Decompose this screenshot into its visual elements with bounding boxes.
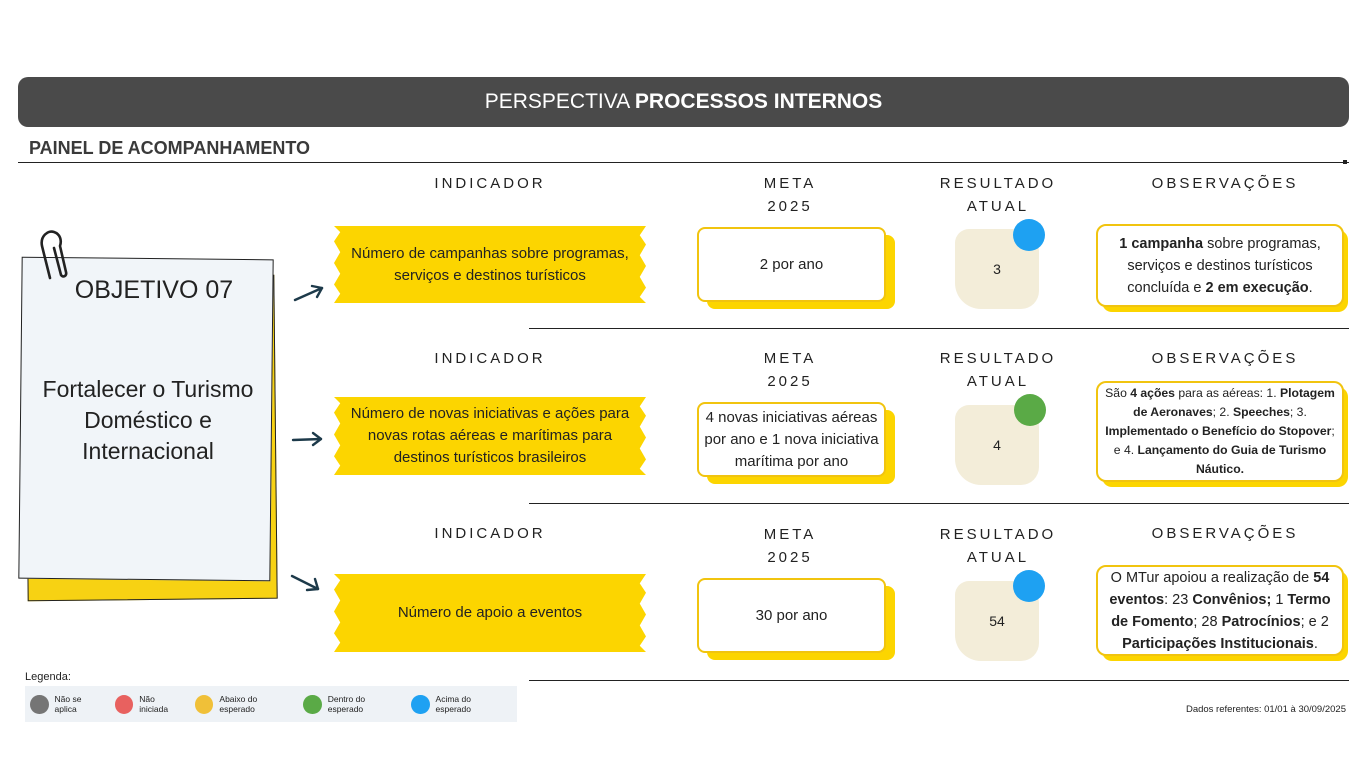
- header-title-regular: PERSPECTIVA: [484, 90, 630, 113]
- arrow-icon: [291, 431, 323, 447]
- result-heading-line2: ATUAL: [966, 373, 1030, 390]
- legend-item-below-expected: Abaixo do esperado: [194, 694, 293, 714]
- result-heading-line1: RESULTADO: [939, 175, 1057, 192]
- observation-box: São 4 ações para as aéreas: 1. Plotagem …: [1096, 381, 1344, 482]
- result-heading-line2: ATUAL: [966, 549, 1030, 566]
- legend-item-within-expected: Dentro do esperado: [303, 694, 401, 714]
- indicator-heading: INDICADOR: [434, 350, 546, 367]
- indicator-text: Número de novas iniciativas e ações para…: [350, 405, 630, 466]
- legend-dot: [411, 694, 430, 714]
- result-heading-line1: RESULTADO: [939, 350, 1057, 367]
- objective-title: OBJETIVO 07: [74, 276, 234, 304]
- meta-value: 2 por ano: [759, 255, 824, 273]
- meta-heading-line2: 2025: [767, 373, 813, 390]
- observation-card: 1 campanha sobre programas, serviços e d…: [1096, 224, 1352, 312]
- observations-heading: OBSERVAÇÕES: [1151, 525, 1299, 542]
- paperclip-icon: [40, 230, 68, 280]
- indicator-ribbon: Número de apoio a eventos: [334, 574, 646, 652]
- meta-value-box: 30 por ano: [697, 578, 886, 653]
- meta-value-box: 2 por ano: [697, 227, 886, 302]
- result-heading-line2: ATUAL: [966, 198, 1030, 215]
- indicator-heading: INDICADOR: [434, 525, 546, 542]
- row-divider: [529, 680, 1349, 681]
- result-heading-line1: RESULTADO: [939, 526, 1057, 543]
- meta-card: 4 novas iniciativas aéreas por ano e 1 n…: [697, 402, 895, 484]
- result-card: 54: [955, 581, 1039, 661]
- panel-divider: [18, 162, 1349, 163]
- meta-heading-line2: 2025: [767, 198, 813, 215]
- legend-item-label: Não se aplica: [54, 694, 82, 714]
- panel-title: PAINEL DE ACOMPANHAMENTO: [29, 138, 311, 158]
- row-divider: [529, 328, 1349, 329]
- status-dot: [1014, 394, 1046, 426]
- result-value: 54: [989, 613, 1005, 629]
- meta-heading: META 2025: [740, 172, 840, 218]
- indicator-ribbon: Número de campanhas sobre programas, ser…: [334, 226, 646, 303]
- observation-box: O MTur apoiou a realização de 54 eventos…: [1096, 565, 1344, 656]
- legend-item-not-started: Não iniciada: [114, 694, 185, 714]
- legend-item-label: Dentro do esperado: [327, 694, 366, 714]
- result-heading: RESULTADO ATUAL: [930, 347, 1066, 393]
- indicator-ribbon: Número de novas iniciativas e ações para…: [334, 397, 646, 475]
- result-value: 3: [993, 261, 1001, 277]
- observation-box: 1 campanha sobre programas, serviços e d…: [1096, 224, 1344, 307]
- observation-card: O MTur apoiou a realização de 54 eventos…: [1096, 565, 1352, 661]
- legend-item-label: Não iniciada: [139, 694, 169, 714]
- legend-dot: [30, 694, 49, 714]
- meta-heading: META 2025: [740, 347, 840, 393]
- legend-dot: [194, 694, 214, 714]
- arrow-icon: [293, 284, 324, 302]
- data-reference-note: Dados referentes: 01/01 à 30/09/2025: [1185, 704, 1346, 715]
- header-title-bold: PROCESSOS INTERNOS: [634, 90, 883, 113]
- legend-item-above-expected: Acima do esperado: [411, 694, 507, 714]
- meta-value: 30 por ano: [755, 606, 828, 624]
- legend: Não se aplica Não iniciada Abaixo do esp…: [25, 686, 517, 722]
- legend-item-not-applicable: Não se aplica: [30, 694, 105, 714]
- indicator-text: Número de apoio a eventos: [397, 604, 583, 621]
- meta-heading-line1: META: [763, 350, 817, 367]
- legend-label: Legenda:: [25, 671, 71, 683]
- observation-text: 1 campanha sobre programas, serviços e d…: [1119, 235, 1321, 296]
- panel-divider-dot: [1343, 160, 1347, 164]
- observations-heading: OBSERVAÇÕES: [1151, 350, 1299, 367]
- status-dot: [1013, 219, 1045, 251]
- meta-card: 30 por ano: [697, 578, 895, 660]
- observations-heading: OBSERVAÇÕES: [1151, 175, 1299, 192]
- legend-item-label: Abaixo do esperado: [219, 694, 258, 714]
- arrow-icon: [290, 574, 320, 592]
- observation-card: São 4 ações para as aéreas: 1. Plotagem …: [1096, 381, 1352, 487]
- legend-dot: [114, 694, 134, 714]
- meta-value-box: 4 novas iniciativas aéreas por ano e 1 n…: [697, 402, 886, 477]
- meta-heading-line2: 2025: [767, 549, 813, 566]
- row-divider: [529, 503, 1349, 504]
- perspective-header: PERSPECTIVA PROCESSOS INTERNOS: [18, 77, 1349, 127]
- legend-item-label: Acima do esperado: [435, 694, 471, 714]
- meta-heading: META 2025: [740, 523, 840, 569]
- result-heading: RESULTADO ATUAL: [930, 523, 1066, 569]
- indicator-heading: INDICADOR: [434, 175, 546, 192]
- meta-heading-line1: META: [763, 526, 817, 543]
- status-dot: [1013, 570, 1045, 602]
- legend-dot: [303, 694, 322, 714]
- observation-text: São 4 ações para as aéreas: 1. Plotagem …: [1105, 386, 1335, 476]
- meta-heading-line1: META: [763, 175, 817, 192]
- result-value: 4: [993, 437, 1001, 453]
- meta-card: 2 por ano: [697, 227, 895, 309]
- result-heading: RESULTADO ATUAL: [930, 172, 1066, 218]
- meta-value: 4 novas iniciativas aéreas por ano e 1 n…: [704, 408, 879, 470]
- indicator-text: Número de campanhas sobre programas, ser…: [351, 244, 629, 284]
- objective-text: Fortalecer o Turismo Doméstico e Interna…: [42, 376, 254, 464]
- observation-text: O MTur apoiou a realização de 54 eventos…: [1109, 569, 1331, 652]
